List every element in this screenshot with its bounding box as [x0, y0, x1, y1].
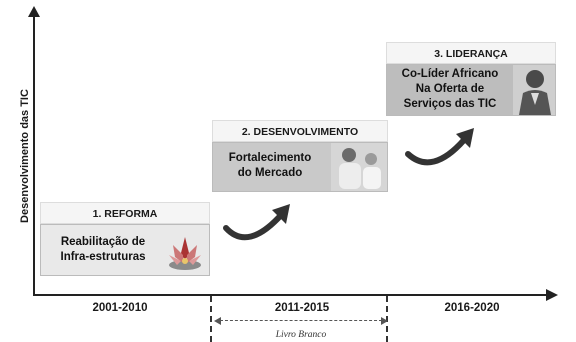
- stage-body: Co-Líder Africano Na Oferta de Serviços …: [386, 64, 556, 116]
- stage-desenvolvimento: 2. DESENVOLVIMENTO Fortalecimento do Mer…: [212, 120, 388, 192]
- period-label: 2001-2010: [92, 302, 148, 314]
- stage-description: Co-Líder Africano Na Oferta de Serviços …: [389, 67, 511, 112]
- stage-line: Na Oferta de: [415, 83, 485, 95]
- stage-line: Fortalecimento: [228, 152, 312, 164]
- stage-title: 1. REFORMA: [40, 202, 210, 224]
- stage-title: 3. LIDERANÇA: [386, 42, 556, 64]
- stage-description: Fortalecimento do Mercado: [215, 151, 325, 181]
- person-photo-icon: [331, 143, 387, 191]
- stage-line: do Mercado: [237, 167, 303, 179]
- stage-line: Co-Líder Africano: [401, 68, 499, 80]
- person-photo-icon: [513, 65, 555, 115]
- arrow-right-icon: [381, 317, 388, 325]
- y-axis-label: Desenvolvimento das TIC: [19, 89, 31, 223]
- curved-arrow-icon: [405, 128, 474, 166]
- stage-lideranca: 3. LIDERANÇA Co-Líder Africano Na Oferta…: [386, 42, 556, 116]
- stage-reforma: 1. REFORMA Reabilitação de Infra-estrutu…: [40, 202, 210, 276]
- period-label: 2011-2015: [274, 302, 330, 314]
- y-axis-line: [33, 14, 35, 296]
- stage-description: Reabilitação de Infra-estruturas: [47, 235, 159, 265]
- white-paper-label: Livro Branco: [275, 330, 327, 340]
- stage-title: 2. DESENVOLVIMENTO: [212, 120, 388, 142]
- stage-line: Reabilitação de: [60, 236, 146, 248]
- period-label: 2016-2020: [444, 302, 500, 314]
- x-axis-arrow-icon: [546, 289, 558, 301]
- y-axis-arrow-icon: [28, 6, 40, 17]
- period-divider: [210, 296, 212, 342]
- stage-line: Serviços das TIC: [403, 98, 497, 110]
- flower-emblem-icon: [169, 237, 201, 270]
- curved-arrow-icon: [223, 204, 290, 241]
- white-paper-span: [212, 313, 390, 329]
- arrow-left-icon: [214, 317, 221, 325]
- stage-line: Infra-estruturas: [60, 251, 146, 263]
- x-axis-line: [33, 294, 549, 296]
- stage-body: Fortalecimento do Mercado: [212, 142, 388, 192]
- stage-body: Reabilitação de Infra-estruturas: [40, 224, 210, 276]
